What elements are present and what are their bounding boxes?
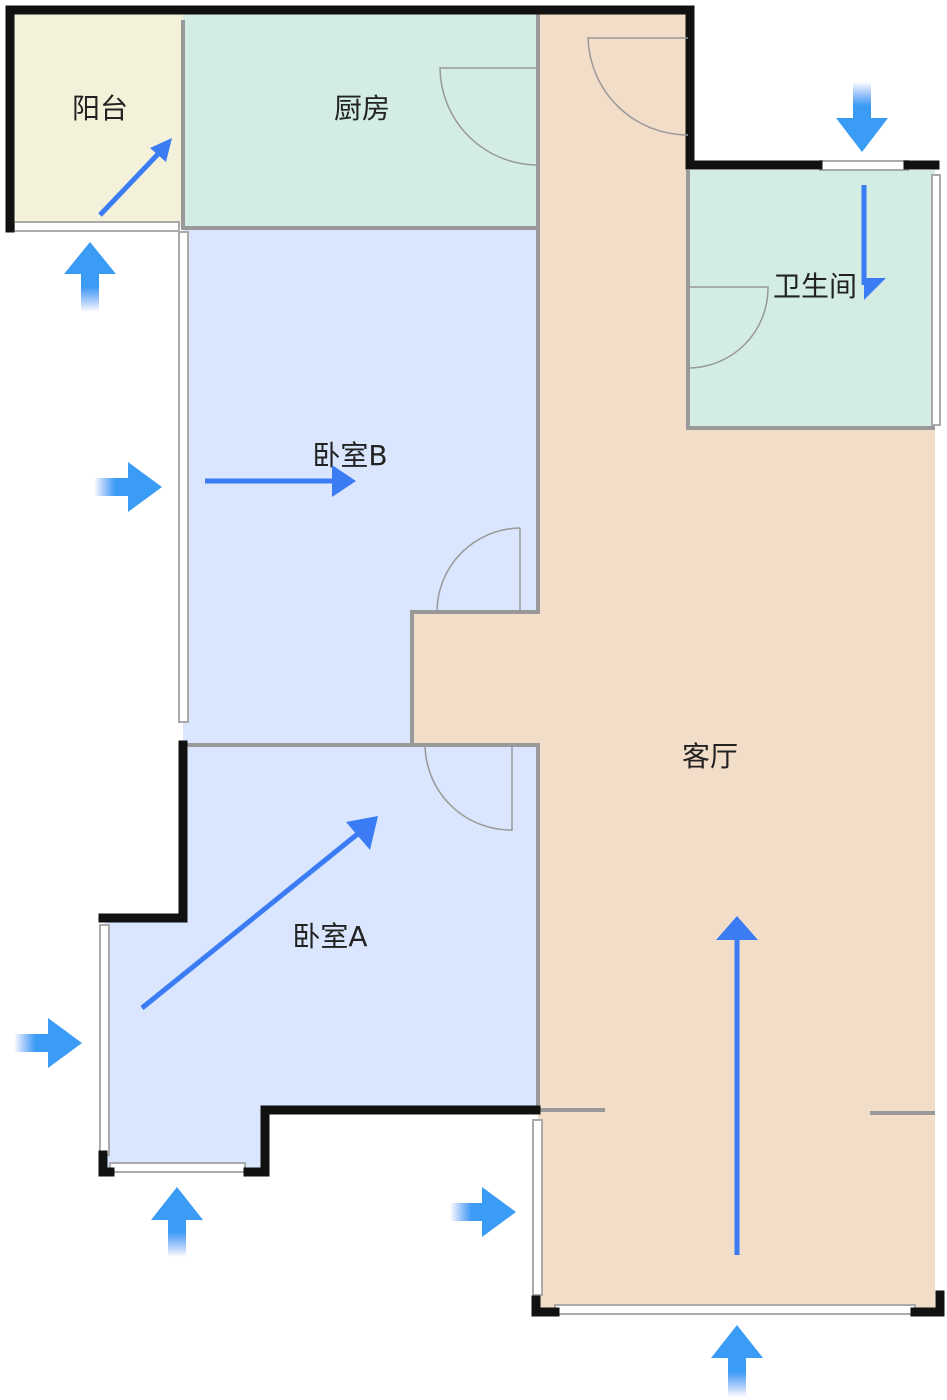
airflow-arrow-icon <box>151 1187 203 1257</box>
airflow-arrow-icon <box>711 1325 763 1397</box>
airflow-arrow-icon <box>716 916 758 1255</box>
airflow-arrow-icon <box>64 242 116 312</box>
label-balcony: 阳台 <box>72 92 128 125</box>
airflow-arrow-icon <box>98 138 172 217</box>
airflow-arrow-icon <box>14 1018 82 1068</box>
room-bedroom-b <box>183 228 538 745</box>
airflow-arrow-icon <box>836 82 888 152</box>
room-kitchen <box>183 12 538 228</box>
exterior-walls <box>5 5 945 1317</box>
doors <box>424 37 769 831</box>
room-balcony <box>12 12 183 228</box>
label-bedroom-a: 卧室A <box>292 920 367 953</box>
room-living <box>412 12 935 1310</box>
airflow-arrow-icon <box>205 465 356 497</box>
interior-walls <box>181 12 935 1115</box>
airflow-arrow-icon <box>861 185 886 300</box>
label-living-room: 客厅 <box>682 740 738 773</box>
label-kitchen: 厨房 <box>334 92 390 125</box>
room-bedroom-a <box>105 745 538 1170</box>
label-bedroom-b: 卧室B <box>312 439 387 472</box>
room-bathroom <box>688 170 935 428</box>
airflow-arrow-icon <box>140 816 378 1010</box>
airflow-arrow-icon <box>94 462 162 512</box>
label-bathroom: 卫生间 <box>773 270 857 303</box>
airflow-arrow-icon <box>450 1187 516 1237</box>
